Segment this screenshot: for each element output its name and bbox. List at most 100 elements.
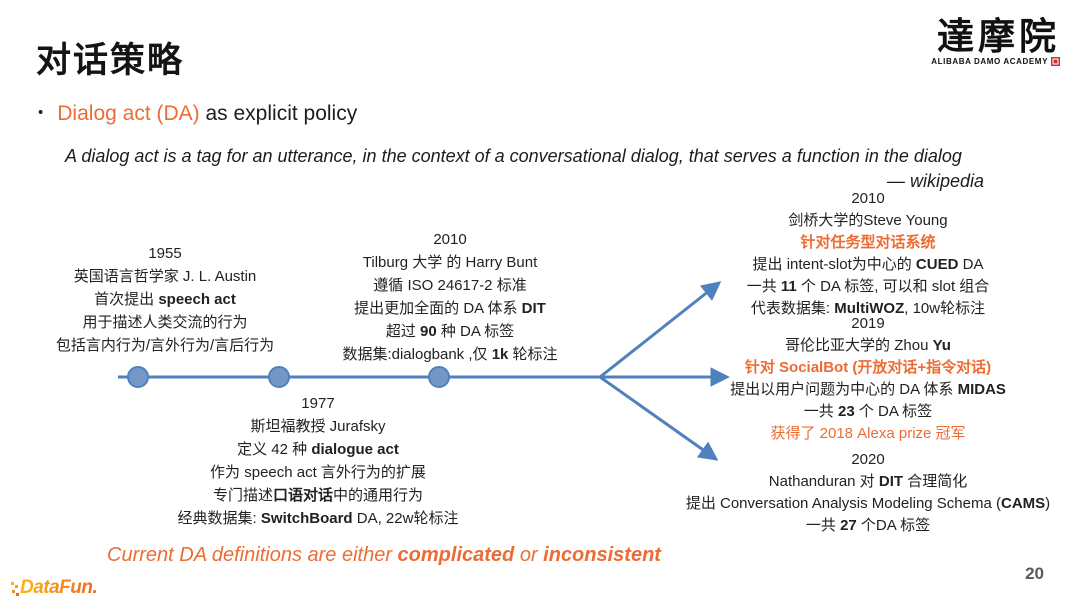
event-text-line: 剑桥大学的Steve Young xyxy=(747,210,990,232)
text-segment: DIT xyxy=(521,300,546,317)
damo-logo-en-row: ALIBABA DAMO ACADEMY xyxy=(931,57,1060,66)
text-segment: Dialog act (DA) xyxy=(57,102,200,125)
event-text-line: 代表数据集: MultiWOZ, 10w轮标注 xyxy=(747,298,990,320)
text-segment: 一共 xyxy=(803,403,838,420)
text-segment: Yu xyxy=(932,337,951,354)
event-text-line: 超过 90 种 DA 标签 xyxy=(342,320,557,343)
event-text-line: Nathanduran 对 DIT 合理简化 xyxy=(686,471,1050,493)
text-segment: 一共 xyxy=(746,278,781,295)
timeline-node-2010 xyxy=(428,366,450,388)
text-segment: 一共 xyxy=(805,517,841,534)
text-segment: DA, 22w轮标注 xyxy=(352,510,459,527)
text-segment: 剑桥大学的Steve Young xyxy=(788,212,948,229)
damo-logo-en-text: ALIBABA DAMO ACADEMY xyxy=(931,57,1048,66)
text-segment: 斯坦福教授 Jurafsky xyxy=(250,418,386,435)
timeline-branch-down-arrow xyxy=(599,375,719,461)
text-segment: ) xyxy=(1045,495,1051,512)
text-segment: 经典数据集: xyxy=(177,510,261,527)
timeline-node-1955 xyxy=(127,366,149,388)
event-text-line: 2010 xyxy=(342,228,557,251)
text-segment: dialogue act xyxy=(311,441,399,458)
event-text-line: 2019 xyxy=(730,313,1006,335)
text-segment: MultiWOZ xyxy=(834,300,905,317)
text-segment: 中的通用行为 xyxy=(333,487,424,504)
quote-text: A dialog act is a tag for an utterance, … xyxy=(65,146,962,166)
text-segment: MIDAS xyxy=(957,381,1006,398)
text-segment: or xyxy=(514,544,544,566)
text-segment: 针对 SocialBot (开放对话+指令对话) xyxy=(744,359,992,376)
text-segment: 2019 xyxy=(851,315,885,332)
event-text-line: 提出 Conversation Analysis Modeling Schema… xyxy=(686,493,1050,515)
text-segment: 轮标注 xyxy=(508,346,558,363)
event-text-line: 一共 27 个DA 标签 xyxy=(686,515,1050,537)
page-title: 对话策略 xyxy=(36,41,185,80)
text-segment: SwitchBoard xyxy=(260,510,353,527)
text-segment: 1977 xyxy=(301,395,335,412)
timeline-event-2010-cambridge: 2010 剑桥大学的Steve Young 针对任务型对话系统提出 intent-s… xyxy=(747,188,990,320)
text-segment: 2020 xyxy=(851,451,885,468)
event-text-line: 英国语言哲学家 J. L. Austin xyxy=(56,265,274,288)
text-segment: 1955 xyxy=(148,245,182,262)
event-text-line: 一共 23 个 DA 标签 xyxy=(730,401,1006,423)
text-segment: 提出 intent-slot为中心的 xyxy=(752,256,916,273)
damo-seal-icon xyxy=(1051,57,1060,66)
text-segment: Nathanduran 对 xyxy=(768,473,879,490)
event-text-line: 斯坦福教授 Jurafsky xyxy=(178,415,459,438)
text-segment: 针对任务型对话系统 xyxy=(800,234,936,251)
event-text-line: 获得了 2018 Alexa prize 冠军 xyxy=(730,423,1006,445)
text-segment: 提出 Conversation Analysis Modeling Schema… xyxy=(685,495,1001,512)
text-segment: DA xyxy=(958,256,984,273)
text-segment: 专门描述 xyxy=(212,487,273,504)
event-text-line: 首次提出 speech act xyxy=(56,288,274,311)
event-text-line: 一共 11 个 DA 标签, 可以和 slot 组合 xyxy=(747,276,990,298)
text-segment: 口语对话 xyxy=(272,487,334,504)
event-text-line: 哥伦比亚大学的 Zhou Yu xyxy=(730,335,1006,357)
text-segment: 作为 speech act 言外行为的扩展 xyxy=(210,464,426,481)
text-segment: inconsistent xyxy=(543,544,661,566)
datafun-logo-text: DataFun. xyxy=(20,577,98,598)
bullet-marker: • xyxy=(38,104,44,121)
event-text-line: 2010 xyxy=(747,188,990,210)
text-segment: 代表数据集: xyxy=(750,300,835,317)
event-text-line: 提出更加全面的 DA 体系 DIT xyxy=(342,297,557,320)
damo-logo: 達摩院 ALIBABA DAMO ACADEMY xyxy=(931,16,1060,66)
bullet-line: • Dialog act (DA) as explicit policy xyxy=(38,100,357,127)
text-segment: CUED xyxy=(915,256,959,273)
text-segment: 种 DA 标签 xyxy=(436,323,515,340)
event-text-line: 专门描述口语对话中的通用行为 xyxy=(178,484,459,507)
text-segment: , 10w轮标注 xyxy=(904,300,986,317)
bullet-text: Dialog act (DA) as explicit policy xyxy=(57,102,357,125)
text-segment: 23 xyxy=(837,403,855,420)
text-segment: 定义 42 种 xyxy=(237,441,312,458)
event-text-line: 用于描述人类交流的行为 xyxy=(56,311,274,334)
event-text-line: 定义 42 种 dialogue act xyxy=(178,438,459,461)
timeline-branch-up-arrow xyxy=(599,281,722,379)
text-segment: 超过 xyxy=(385,323,420,340)
text-segment: complicated xyxy=(397,544,515,566)
text-segment: Tilburg 大学 的 Harry Bunt xyxy=(362,254,538,271)
text-segment: 遵循 ISO 24617-2 标准 xyxy=(373,277,527,294)
page-number: 20 xyxy=(1025,564,1044,583)
damo-logo-cn-text: 達摩院 xyxy=(937,14,1060,58)
text-segment: as explicit policy xyxy=(199,102,358,125)
conclusion-statement: Current DA definitions are either compli… xyxy=(107,544,661,567)
text-segment: 个 DA 标签, 可以和 slot 组合 xyxy=(796,278,990,295)
text-segment: DIT xyxy=(878,473,904,490)
text-segment: 2010 xyxy=(433,231,467,248)
event-text-line: 2020 xyxy=(686,449,1050,471)
text-segment: 提出更加全面的 DA 体系 xyxy=(354,300,522,317)
text-segment: Current DA definitions are either xyxy=(107,544,398,566)
text-segment: 合理简化 xyxy=(903,473,968,490)
text-segment: 用于描述人类交流的行为 xyxy=(82,314,248,331)
event-text-line: 作为 speech act 言外行为的扩展 xyxy=(178,461,459,484)
event-text-line: 提出 intent-slot为中心的 CUED DA xyxy=(747,254,990,276)
text-segment: 11 xyxy=(780,278,797,295)
text-segment: 数据集:dialogbank ,仅 xyxy=(342,346,492,363)
text-segment: 首次提出 xyxy=(94,291,159,308)
event-text-line: 1977 xyxy=(178,392,459,415)
datafun-icon xyxy=(10,580,18,596)
event-text-line: Tilburg 大学 的 Harry Bunt xyxy=(342,251,557,274)
